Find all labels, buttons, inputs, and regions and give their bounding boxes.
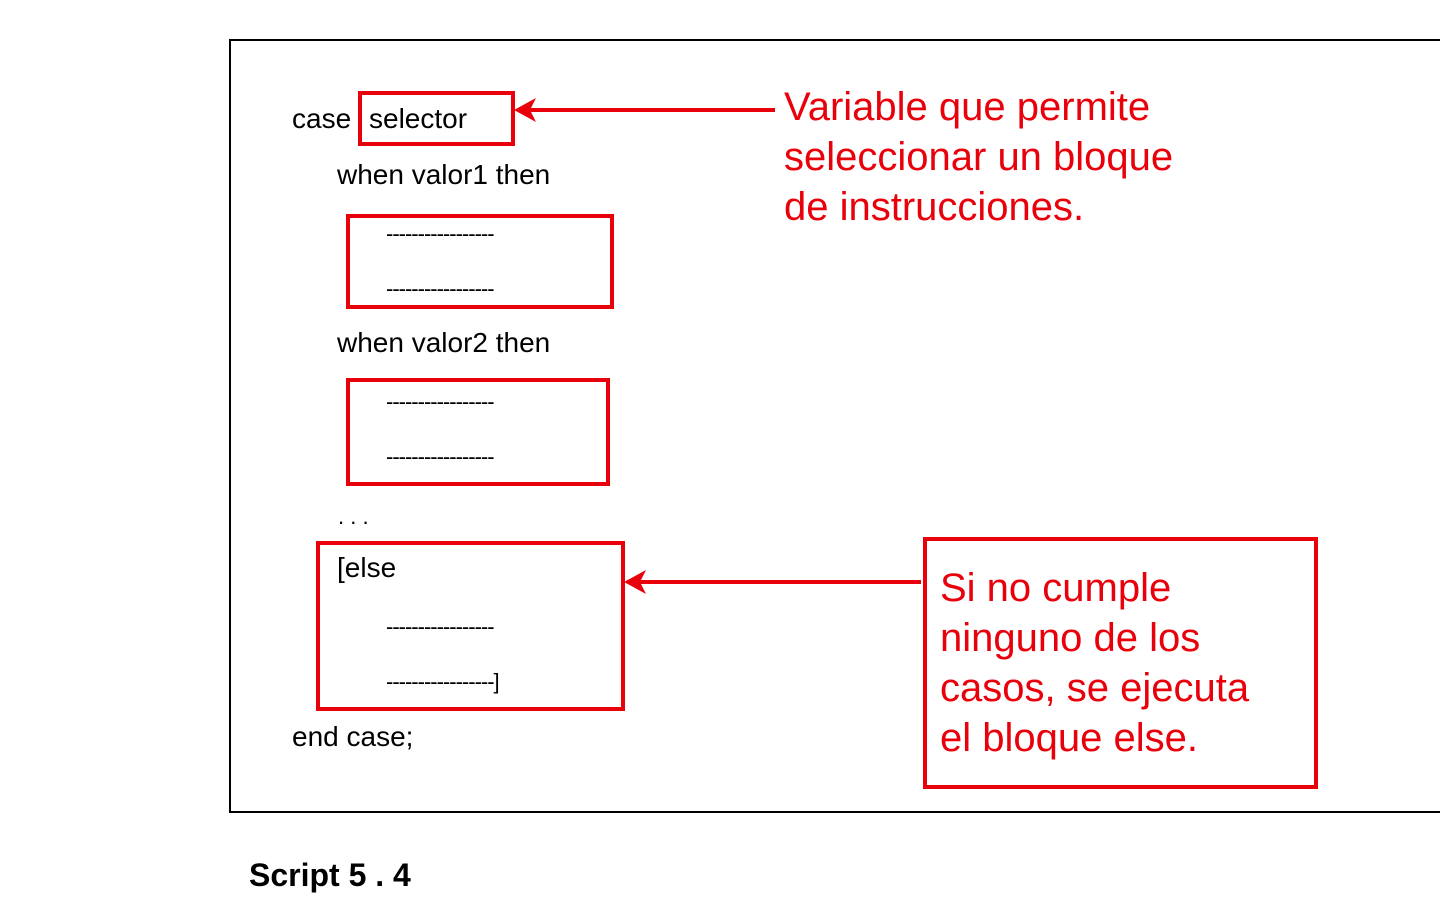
else-annotation: Si no cumple ninguno de los casos, se ej…: [940, 563, 1249, 763]
else-note-box: [923, 537, 1318, 789]
block2-dash-line: -----------------: [386, 389, 495, 414]
selector-annotation: Variable que permite seleccionar un bloq…: [784, 82, 1173, 232]
selector-annotation-line: seleccionar un bloque: [784, 135, 1174, 179]
else-annotation-line: ninguno de los: [940, 616, 1201, 660]
ellipsis: . . .: [338, 504, 369, 529]
figure-caption: Script 5 . 4: [249, 857, 411, 893]
when-valor2-line: when valor2 then: [337, 327, 551, 358]
else-annotation-line: el bloque else.: [940, 716, 1198, 760]
block2-highlight-box: [346, 378, 610, 486]
block2-dash-line: -----------------: [386, 444, 495, 469]
end-case-line: end case;: [292, 721, 414, 752]
else-annotation-line: casos, se ejecuta: [940, 666, 1250, 710]
selector-arrow: [514, 98, 775, 122]
block1-dash-line: -----------------: [386, 276, 495, 301]
else-arrow: [624, 570, 921, 594]
block1-dash-line: -----------------: [386, 221, 495, 246]
else-dash-line: -----------------: [386, 614, 495, 639]
else-dash-close-line: -----------------]: [386, 669, 500, 694]
block1-highlight-box: [346, 214, 614, 309]
else-annotation-line: Si no cumple: [940, 566, 1172, 610]
code-frame: [229, 39, 1440, 813]
case-keyword: case: [292, 103, 352, 134]
else-open-line: [else: [337, 552, 397, 583]
selector-word: selector: [369, 103, 468, 134]
when-valor1-line: when valor1 then: [337, 159, 551, 190]
selector-highlight-box: [358, 91, 515, 146]
selector-annotation-line: Variable que permite: [784, 85, 1151, 129]
else-highlight-box: [316, 541, 625, 711]
selector-annotation-line: de instrucciones.: [784, 185, 1085, 229]
